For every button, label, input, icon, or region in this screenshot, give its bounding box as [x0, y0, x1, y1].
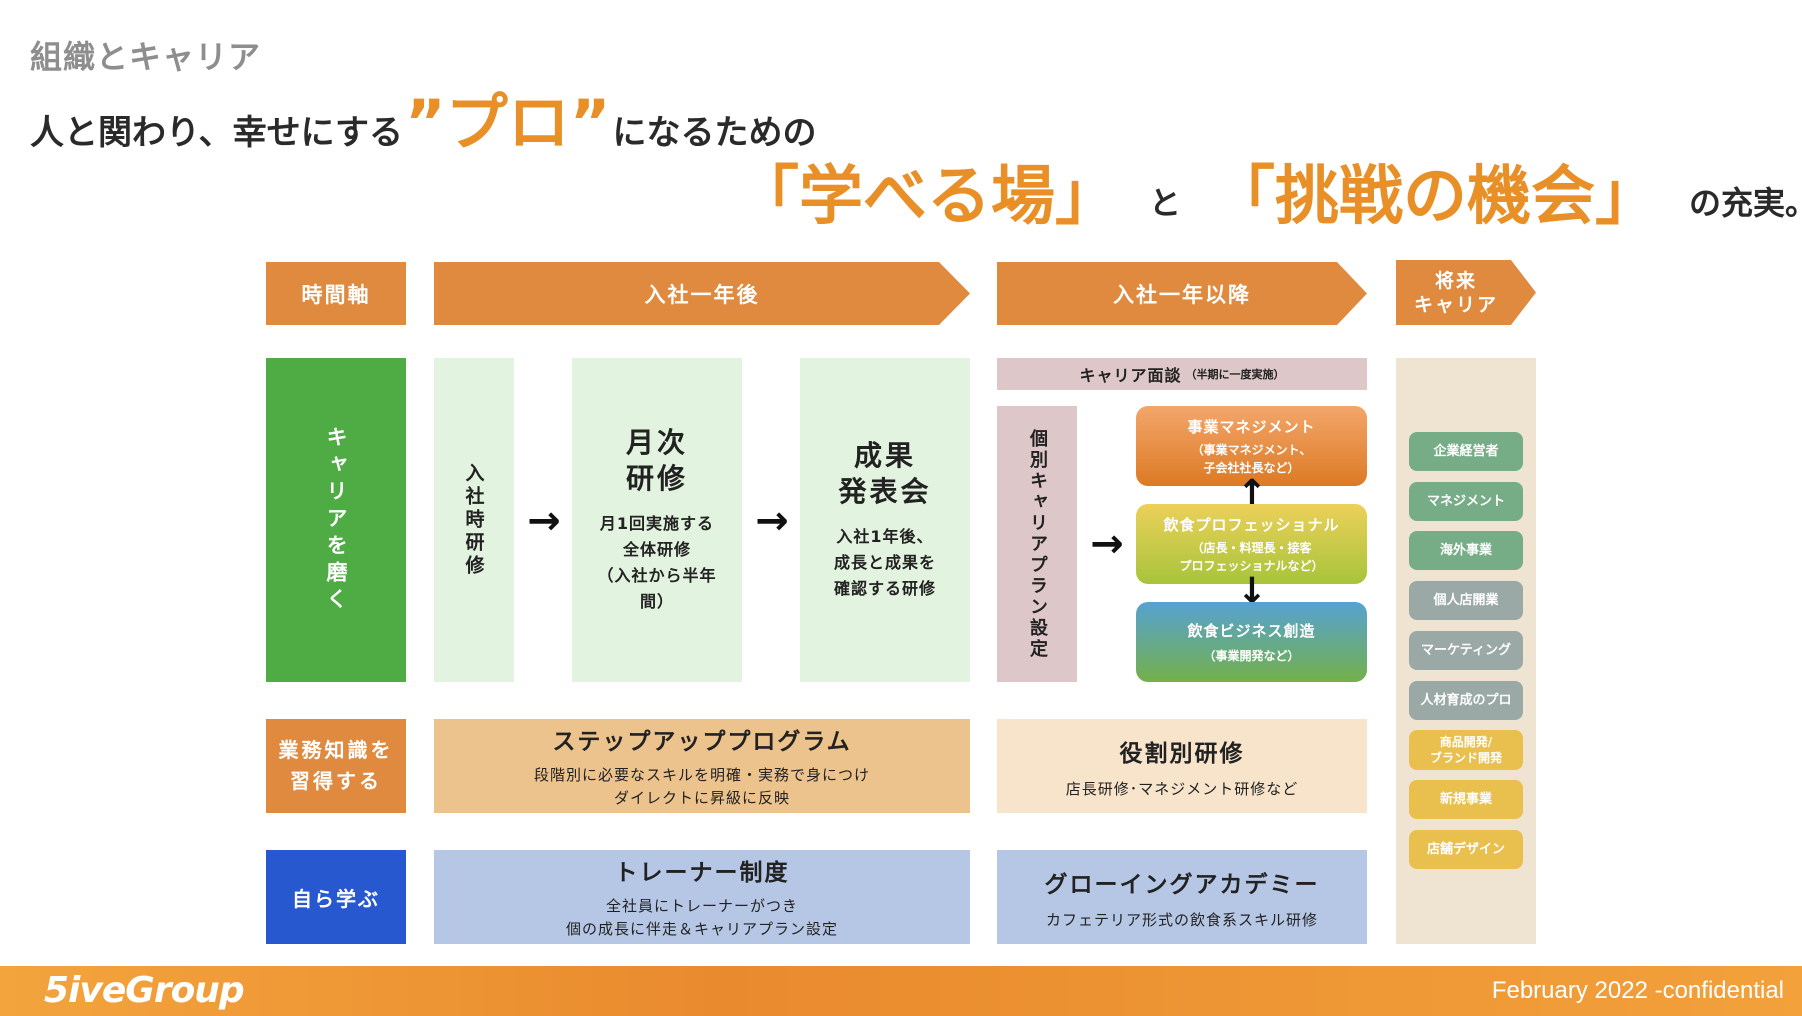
monthly-training: 月次 研修 月1回実施する 全体研修 （入社から半年 間）: [572, 358, 742, 682]
future-career-item: マネジメント: [1409, 482, 1523, 521]
path-3-desc-line1: （事業開発など）: [1203, 648, 1300, 663]
results-desc-line1: 入社1年後、: [836, 527, 934, 546]
after-year-arrow: [434, 262, 970, 325]
subheadline-learn: 「学べる場」: [735, 160, 1119, 234]
results-desc-line2: 成長と成果を: [833, 553, 936, 572]
academy-title: グローイングアカデミー: [1044, 871, 1320, 898]
future-career-item: マーケティング: [1409, 631, 1523, 670]
monthly-desc-line3: （入社から半年: [597, 566, 717, 585]
headline: 人と関わり、幸せにする ”プロ” になるための: [30, 92, 816, 154]
path-1-desc-line1: （事業マネジメント、: [1191, 442, 1312, 457]
stepup-program: ステップアッププログラム 段階別に必要なスキルを明確・実務で身につけ ダイレクト…: [434, 719, 970, 813]
monthly-training-desc: 月1回実施する 全体研修 （入社から半年 間）: [597, 511, 716, 615]
monthly-desc-line4: 間）: [639, 592, 674, 611]
row-knowledge-line2: 習得する: [290, 769, 382, 793]
future-career-item: 人材育成のプロ: [1409, 681, 1523, 720]
academy-desc: カフェテリア形式の飲食系スキル研修: [1045, 910, 1318, 929]
headline-pro: ”プロ”: [404, 86, 611, 159]
stepup-desc-line1: 段階別に必要なスキルを明確・実務で身につけ: [533, 766, 870, 784]
trainer-desc-line2: 個の成長に伴走＆キャリアプラン設定: [565, 920, 838, 938]
path-food-business: 飲食ビジネス創造 （事業開発など）: [1136, 602, 1367, 682]
path-2-desc-line1: （店長・料理長・接客: [1191, 540, 1312, 555]
arrow-right-icon: →: [527, 498, 561, 544]
monthly-title-line2: 研修: [625, 462, 688, 495]
trainer-desc-line1: 全社員にトレーナーがつき: [605, 897, 798, 915]
career-interview-note: （半期に一度実施）: [1185, 368, 1285, 381]
monthly-desc-line2: 全体研修: [622, 540, 691, 559]
path-business-management: 事業マネジメント （事業マネジメント、 子会社社長など）: [1136, 406, 1367, 486]
trainer-title: トレーナー制度: [614, 860, 790, 886]
confidential-label: February 2022 -confidential: [1491, 977, 1784, 1004]
row-career-label: キャリアを磨く: [324, 425, 348, 615]
section-title: 組織とキャリア: [30, 38, 262, 76]
headline-part2: になるための: [612, 113, 817, 153]
company-logo: 5iveGroup: [44, 970, 245, 1011]
future-career-item: 商品開発/ ブランド開発: [1409, 730, 1523, 770]
subheadline-and: と: [1149, 184, 1182, 222]
path-2-desc-line2: プロフェッショナルなど）: [1179, 558, 1324, 573]
entry-training: 入社時研修: [434, 358, 514, 682]
career-interview-label: キャリア面談: [1079, 366, 1182, 385]
beyond-year-label: 入社一年以降: [1113, 282, 1251, 307]
monthly-training-title: 月次 研修: [626, 425, 688, 497]
future-career-item: 企業経営者: [1409, 432, 1523, 471]
role-training: 役割別研修 店長研修･マネジメント研修など: [997, 719, 1367, 813]
row-knowledge: 業務知識を 習得する: [266, 719, 406, 813]
path-3-title: 飲食ビジネス創造: [1187, 621, 1316, 640]
after-year-label: 入社一年後: [644, 282, 760, 307]
results-title-line1: 成果: [853, 439, 916, 472]
subheadline-challenge: 「挑戦の機会」: [1211, 160, 1660, 234]
future-career-item: 海外事業: [1409, 531, 1523, 570]
future-career-item: 店舗デザイン: [1409, 830, 1523, 869]
monthly-title-line1: 月次: [625, 426, 688, 459]
results-desc: 入社1年後、 成長と成果を 確認する研修: [834, 524, 936, 602]
results-title-line2: 発表会: [838, 475, 932, 508]
subheadline-tail: の充実。: [1689, 184, 1802, 222]
stepup-title: ステップアッププログラム: [552, 729, 852, 755]
future-label-line1: 将来: [1434, 269, 1477, 292]
row-self: 自ら学ぶ: [266, 850, 406, 944]
future-career-item: 新規事業: [1409, 780, 1523, 819]
timeline-axis-label: 時間軸: [266, 262, 406, 325]
row-knowledge-line1: 業務知識を: [278, 738, 394, 762]
results-presentation: 成果 発表会 入社1年後、 成長と成果を 確認する研修: [800, 358, 970, 682]
stepup-desc-line2: ダイレクトに昇級に反映: [613, 789, 790, 807]
trainer-system: トレーナー制度 全社員にトレーナーがつき 個の成長に伴走＆キャリアプラン設定: [434, 850, 970, 944]
role-desc: 店長研修･マネジメント研修など: [1065, 779, 1299, 798]
growing-academy: グローイングアカデミー カフェテリア形式の飲食系スキル研修: [997, 850, 1367, 944]
future-label: 将来 キャリア: [1396, 260, 1516, 325]
results-title: 成果 発表会: [838, 438, 931, 510]
arrow-right-icon: →: [1090, 521, 1124, 567]
career-plan: 個別キャリアプラン設定: [997, 406, 1077, 682]
future-label-line2: キャリア: [1413, 293, 1498, 316]
path-1-title: 事業マネジメント: [1187, 417, 1316, 436]
career-interview: キャリア面談 （半期に一度実施）: [997, 358, 1367, 390]
monthly-desc-line1: 月1回実施する: [599, 514, 715, 533]
row-career: キャリアを磨く: [266, 358, 406, 682]
future-career-item: 個人店開業: [1409, 581, 1523, 620]
path-1-desc-line2: 子会社社長など）: [1203, 460, 1300, 475]
path-2-title: 飲食プロフェッショナル: [1163, 515, 1340, 534]
subheadline: 「学べる場」 と 「挑戦の機会」 の充実。: [735, 160, 1802, 234]
future-arrow: [1396, 260, 1536, 325]
path-food-professional: 飲食プロフェッショナル （店長・料理長・接客 プロフェッショナルなど）: [1136, 504, 1367, 584]
arrow-right-icon: →: [755, 498, 789, 544]
beyond-year-arrow: [997, 262, 1367, 325]
footer-bar: [0, 966, 1802, 1016]
role-title: 役割別研修: [1119, 740, 1245, 767]
headline-part1: 人と関わり、幸せにする: [30, 113, 403, 153]
career-plan-label: 個別キャリアプラン設定: [1027, 428, 1048, 660]
entry-training-label: 入社時研修: [462, 462, 485, 578]
results-desc-line3: 確認する研修: [833, 579, 936, 598]
